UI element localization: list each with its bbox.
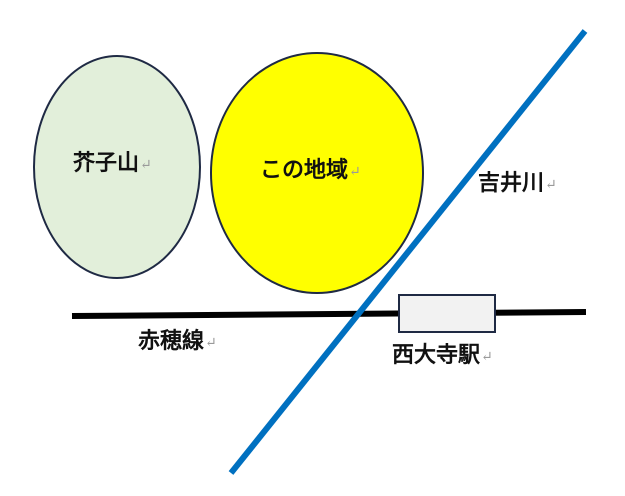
railway-line <box>71 309 587 319</box>
river-line <box>228 29 588 475</box>
return-mark-icon: ↵ <box>545 177 557 193</box>
return-mark-icon: ↵ <box>205 335 217 351</box>
area-ellipse <box>210 52 424 294</box>
mountain-ellipse <box>33 55 201 279</box>
area-label: この地域↵ <box>260 157 361 183</box>
return-mark-icon: ↵ <box>481 349 493 365</box>
river-label: 吉井川↵ <box>478 170 557 196</box>
return-mark-icon: ↵ <box>349 164 361 180</box>
return-mark-icon: ↵ <box>140 157 152 173</box>
mountain-label: 芥子山↵ <box>73 150 152 176</box>
railway-label: 赤穂線↵ <box>138 328 217 354</box>
station-label: 西大寺駅↵ <box>392 342 493 368</box>
station-box <box>398 294 496 333</box>
